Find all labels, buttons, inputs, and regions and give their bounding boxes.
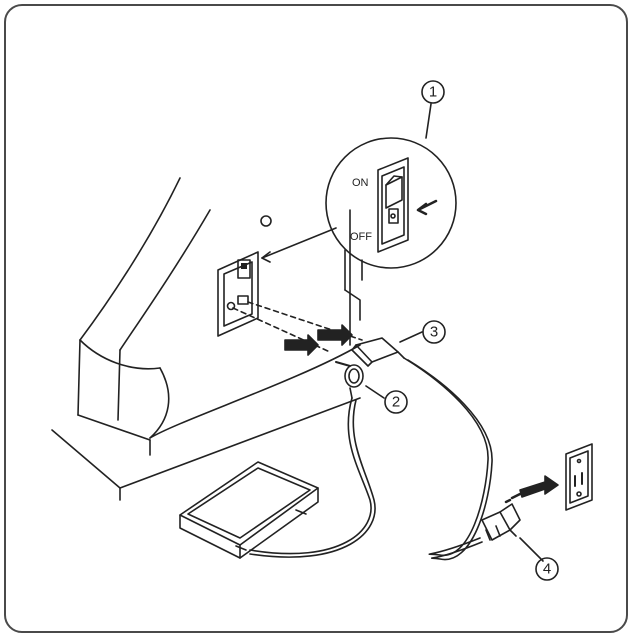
callout-3: 3 xyxy=(422,320,446,344)
arrow-right-icon xyxy=(317,324,353,346)
callout-4: 4 xyxy=(535,557,559,581)
sewing-machine-body xyxy=(51,177,363,501)
switch-off-position-icon xyxy=(388,208,399,224)
power-cord-connector xyxy=(351,337,405,367)
callout-leaders xyxy=(365,103,544,562)
wall-outlet xyxy=(565,443,593,511)
switch-rocker-icon xyxy=(241,263,247,269)
callout-1: 1 xyxy=(421,80,445,104)
arrow-right-icon xyxy=(519,475,559,498)
switch-on-label: ON xyxy=(352,177,369,189)
insertion-guides xyxy=(232,301,559,504)
callout-3-number: 3 xyxy=(430,324,438,341)
panel-power-switch-icon xyxy=(237,259,251,279)
hole-icon xyxy=(260,215,272,227)
foot-control-jack-icon xyxy=(226,301,236,311)
switch-magnifier: ON OFF xyxy=(261,137,457,269)
cords xyxy=(249,357,493,561)
figure-frame xyxy=(4,4,628,633)
side-connection-panel xyxy=(217,251,259,337)
wall-plug xyxy=(481,503,521,541)
switch-off-label: OFF xyxy=(350,231,372,243)
callout-1-number: 1 xyxy=(429,84,437,101)
foot-control-pedal xyxy=(179,461,319,559)
callout-2-number: 2 xyxy=(392,394,400,411)
callout-4-number: 4 xyxy=(543,561,551,578)
callout-2: 2 xyxy=(384,390,408,414)
arrow-right-icon xyxy=(284,334,319,356)
foot-control-plug xyxy=(335,361,364,399)
power-socket-icon xyxy=(237,295,249,305)
